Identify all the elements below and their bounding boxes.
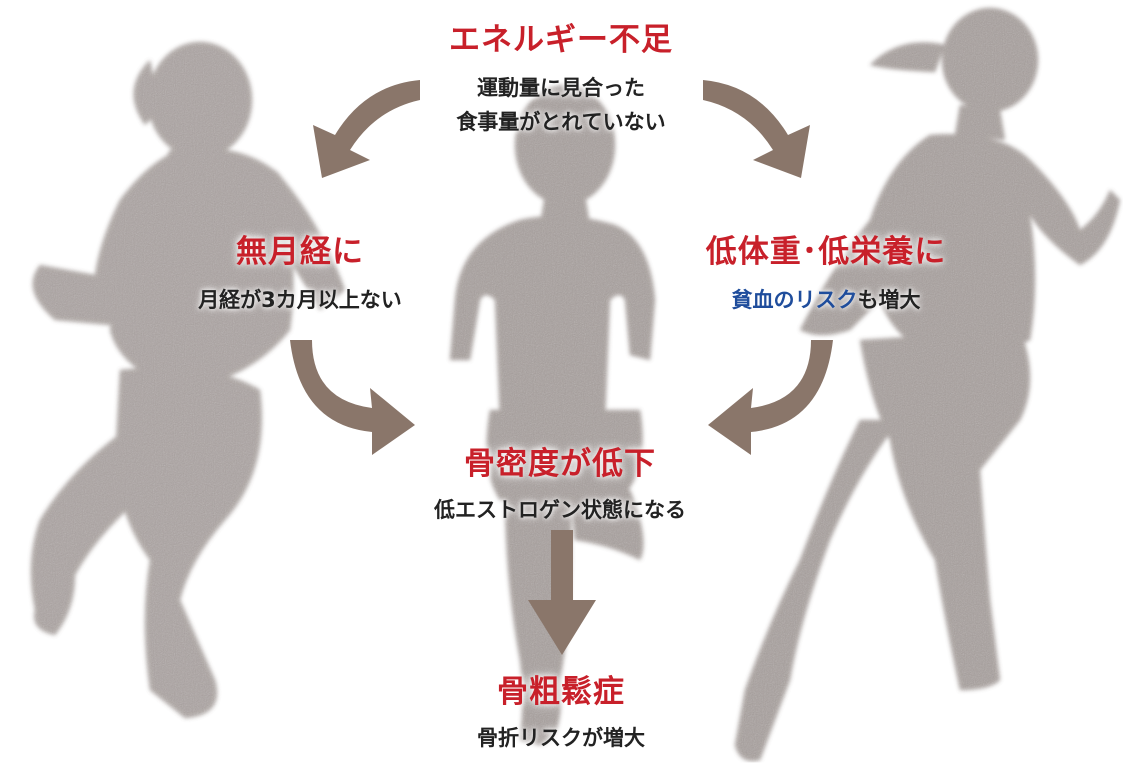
runner-silhouette-icon xyxy=(735,8,1120,761)
curved-arrow-icon xyxy=(708,340,833,455)
osteoporosis-desc: 骨折リスクが増大 xyxy=(477,726,645,750)
osteoporosis-title: 骨粗鬆症 xyxy=(497,674,625,710)
bone-density-desc: 低エストロゲン状態になる xyxy=(434,498,686,522)
amenorrhea-node: 無月経に 月経が3カ月以上ない xyxy=(150,226,450,317)
energy-deficit-desc-line2: 食事量がとれていない xyxy=(456,110,666,134)
bone-density-title: 骨密度が低下 xyxy=(464,446,656,482)
energy-deficit-desc-line1: 運動量に見合った xyxy=(477,76,645,100)
amenorrhea-title: 無月経に xyxy=(236,234,364,270)
down-arrow-icon xyxy=(528,530,596,655)
runner-silhouette-icon xyxy=(450,85,655,745)
energy-deficit-title: エネルギー不足 xyxy=(449,22,673,58)
osteoporosis-node: 骨粗鬆症 骨折リスクが増大 xyxy=(411,666,711,755)
low-weight-node: 低体重･低栄養に 貧血のリスクも増大 xyxy=(676,226,976,317)
low-weight-desc: 貧血のリスクも増大 xyxy=(676,283,976,317)
curved-arrow-icon xyxy=(703,80,810,178)
anemia-risk-highlight: 貧血のリスク xyxy=(731,288,858,312)
runner-silhouette-icon xyxy=(31,42,345,718)
arrows-group xyxy=(290,80,833,655)
energy-deficit-node: エネルギー不足 運動量に見合った 食事量がとれていない xyxy=(361,14,761,139)
bone-density-node: 骨密度が低下 低エストロゲン状態になる xyxy=(360,438,760,527)
curved-arrow-icon xyxy=(290,340,415,455)
low-weight-title: 低体重･低栄養に xyxy=(705,234,947,270)
low-weight-desc-rest: も増大 xyxy=(857,288,921,312)
amenorrhea-desc: 月経が3カ月以上ない xyxy=(198,288,402,312)
curved-arrow-icon xyxy=(313,80,420,178)
